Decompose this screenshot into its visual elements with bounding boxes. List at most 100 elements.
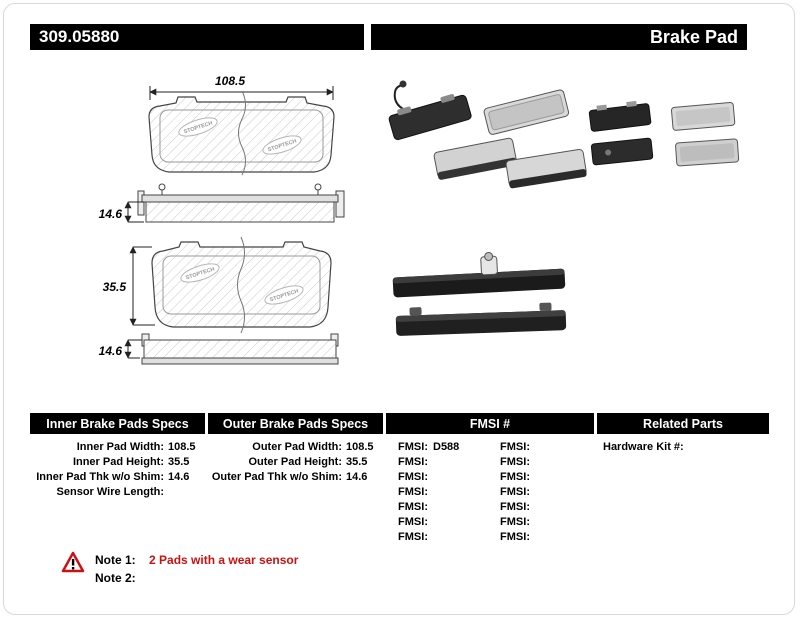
col-header-related-parts: Related Parts [597,413,769,434]
fmsi-label: FMSI: [500,441,530,453]
fmsi-row: FMSI: [492,470,590,485]
side-view-drawing-top: 14.6 [99,183,345,223]
related-part-label: Hardware Kit #: [603,441,684,453]
fmsi-label: FMSI: [398,501,428,513]
fmsi-value [530,530,590,545]
fmsi-row: FMSI: [390,500,488,515]
spec-label: Inner Pad Thk w/o Shim: [36,471,164,483]
fmsi-value [428,485,488,500]
fmsi-value [428,530,488,545]
large-front-view-pad-outline [151,241,332,328]
fmsi-label: FMSI: [398,456,428,468]
fmsi-value [530,485,590,500]
brand-stamp: STOPTECH [262,135,302,155]
fmsi-value [530,500,590,515]
fmsi-column-2: FMSI: FMSI: FMSI: FMSI: FMSI: FMSI: FMSI… [492,440,590,545]
note-1-label: Note 1: [95,553,136,567]
fmsi-row: FMSI: [492,455,590,470]
note-2-label: Note 2: [95,571,136,585]
spec-row: Inner Pad Width: 108.5 [32,440,204,455]
spec-value: 14.6 [168,471,190,483]
spec-row: Inner Pad Height: 35.5 [32,455,204,470]
fmsi-row: FMSI: [492,440,590,455]
spec-row: Outer Pad Thk w/o Shim: 14.6 [210,470,382,485]
col-header-outer-specs: Outer Brake Pads Specs [208,413,383,434]
related-parts-column: Hardware Kit #: [603,440,767,455]
fmsi-label: FMSI: [398,441,428,453]
note-1-text: 2 Pads with a wear sensor [149,553,299,567]
spec-row: Outer Pad Height: 35.5 [210,455,382,470]
part-number-header-bar: 309.05880 [30,24,364,50]
spec-value [164,485,204,500]
fmsi-row: FMSI: [390,485,488,500]
fmsi-label: FMSI: [398,486,428,498]
fmsi-label: FMSI: [500,516,530,528]
col-header-inner-specs: Inner Brake Pads Specs [30,413,205,434]
spec-value: 108.5 [168,441,196,453]
fmsi-label: FMSI: [500,456,530,468]
spec-row: Inner Pad Thk w/o Shim: 14.6 [32,470,204,485]
brand-stamp: STOPTECH [178,117,218,137]
fmsi-value: D588 [433,441,460,453]
fmsi-row: FMSI: [390,455,488,470]
note-2: Note 2: [95,571,146,585]
break-line [238,90,246,176]
fmsi-value [428,470,488,485]
fmsi-row: FMSI: D588 [390,440,488,455]
dimension-height-label: 35.5 [103,280,127,294]
fmsi-label: FMSI: [398,471,428,483]
related-part-row: Hardware Kit #: [603,440,767,455]
fmsi-row: FMSI: [390,515,488,530]
dimension-width-label: 108.5 [215,74,245,88]
fmsi-label: FMSI: [398,531,428,543]
fmsi-row: FMSI: [390,530,488,545]
fmsi-value [428,515,488,530]
spec-label: Outer Pad Height: [248,456,342,468]
fmsi-row: FMSI: [492,500,590,515]
fmsi-value [530,470,590,485]
fmsi-row: FMSI: [492,515,590,530]
note-1: Note 1: 2 Pads with a wear sensor [95,553,298,567]
spec-value: 35.5 [168,456,190,468]
fmsi-label: FMSI: [500,471,530,483]
spec-value: 35.5 [346,456,368,468]
outer-specs-column: Outer Pad Width: 108.5 Outer Pad Height:… [210,440,382,485]
break-line [237,236,245,334]
wear-sensor-wire [393,84,406,111]
pads-photo-group-2 [588,100,740,167]
fmsi-column-1: FMSI: D588 FMSI: FMSI: FMSI: FMSI: FMSI:… [390,440,488,545]
fmsi-value [530,515,590,530]
front-view-drawing: 108.5 STOPTECH STOPTECH [148,74,335,176]
fmsi-row: FMSI: [390,470,488,485]
technical-drawings: 108.5 STOPTECH STOPTECH 14.6 [99,74,740,365]
brand-stamp: STOPTECH [264,285,304,305]
large-front-view-drawing: STOPTECH STOPTECH 35.5 [103,236,332,334]
product-title: Brake Pad [649,26,738,47]
brand-stamp: STOPTECH [180,263,220,283]
inner-specs-column: Inner Pad Width: 108.5 Inner Pad Height:… [32,440,204,500]
dimension-thickness-bottom-label: 14.6 [99,344,123,358]
spec-row: Outer Pad Width: 108.5 [210,440,382,455]
pads-photo-group-1 [388,80,587,189]
col-header-fmsi: FMSI # [386,413,594,434]
fmsi-row: FMSI: [492,485,590,500]
fmsi-value [428,455,488,470]
fmsi-value [530,455,590,470]
spec-label: Sensor Wire Length: [56,486,164,498]
fmsi-label: FMSI: [500,501,530,513]
fmsi-value [428,500,488,515]
fmsi-label: FMSI: [500,486,530,498]
fmsi-row: FMSI: [492,530,590,545]
spec-label: Outer Pad Width: [252,441,342,453]
warning-icon [61,551,85,573]
product-title-header-bar: Brake Pad [371,24,747,50]
part-number: 309.05880 [39,27,120,46]
fmsi-label: FMSI: [398,516,428,528]
fmsi-value [530,440,590,455]
spec-row: Sensor Wire Length: [32,485,204,500]
side-view-drawing-bottom: 14.6 [99,333,339,365]
spec-value: 108.5 [346,441,374,453]
pads-side-photo-group [392,252,567,336]
spec-label: Outer Pad Thk w/o Shim: [211,471,342,483]
front-view-pad-outline [148,96,335,173]
